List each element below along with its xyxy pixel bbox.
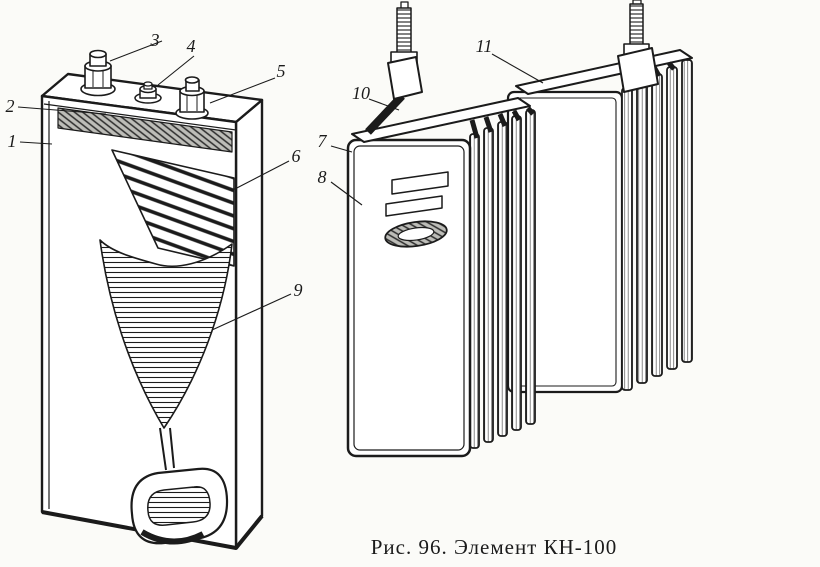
leader-7 — [330, 145, 353, 153]
plate-pack-front — [346, 1, 536, 458]
edge-plate — [469, 133, 480, 449]
edge-plate — [666, 66, 678, 370]
vent-plug — [134, 81, 162, 104]
terminal-post-left — [80, 49, 116, 97]
callout-9: 9 — [294, 280, 303, 300]
callout-10: 10 — [352, 83, 370, 103]
plate-tabs — [469, 106, 535, 139]
bottom-support-shadow — [140, 529, 205, 545]
leader-2 — [17, 106, 107, 115]
terminal-post-right — [175, 76, 209, 120]
callout-2: 2 — [6, 96, 15, 116]
plate-stack — [111, 149, 235, 267]
terminal-stud-rear — [617, 0, 659, 93]
leader-10 — [368, 98, 400, 111]
callout-11: 11 — [476, 36, 493, 56]
leader-1 — [19, 141, 53, 145]
bus-bar — [515, 49, 693, 95]
callout-3: 3 — [150, 30, 160, 50]
edge-plate — [651, 73, 663, 377]
pack-front-plate — [346, 138, 472, 458]
case-bottom-edge — [41, 510, 264, 550]
leader-9 — [211, 293, 292, 331]
separator-cutaway — [99, 239, 233, 429]
leader-5 — [209, 77, 276, 104]
plate-emblem-oval — [384, 220, 448, 248]
bottom-support-inner — [147, 486, 211, 526]
plate-slot — [385, 195, 443, 217]
callout-numbers: 1 2 3 4 5 6 7 8 9 10 11 — [6, 30, 493, 300]
leader-4 — [157, 55, 195, 86]
callout-1: 1 — [8, 131, 17, 151]
leader-3 — [109, 40, 163, 62]
battery-cell-cutaway — [40, 49, 264, 550]
callout-7: 7 — [318, 131, 328, 151]
pack-front-plate-border — [353, 145, 465, 451]
figure-caption: Рис. 96. Элемент КН-100 — [371, 535, 618, 559]
leader-11 — [491, 53, 544, 84]
leader-6 — [230, 160, 290, 192]
edge-plate — [636, 80, 648, 384]
leader-8 — [330, 181, 363, 206]
callout-8: 8 — [318, 167, 327, 187]
edge-plate — [511, 115, 522, 431]
case-side-face — [234, 98, 264, 550]
separator-neck — [159, 427, 175, 471]
interior-top-hatch — [57, 107, 233, 153]
terminal-stud-front — [365, 1, 423, 135]
callout-6: 6 — [292, 146, 301, 166]
plate-slot — [391, 171, 449, 195]
edge-plate — [681, 59, 693, 363]
callout-5: 5 — [277, 61, 286, 81]
callout-leader-lines — [17, 40, 544, 331]
edge-plate — [483, 127, 494, 443]
case-lid-seam — [43, 103, 237, 131]
edge-plate — [525, 109, 536, 425]
edge-plate — [621, 87, 633, 391]
plate-pack-rear — [506, 0, 693, 394]
edge-plate — [497, 121, 508, 437]
callout-4: 4 — [187, 36, 196, 56]
bus-bar — [351, 97, 531, 143]
